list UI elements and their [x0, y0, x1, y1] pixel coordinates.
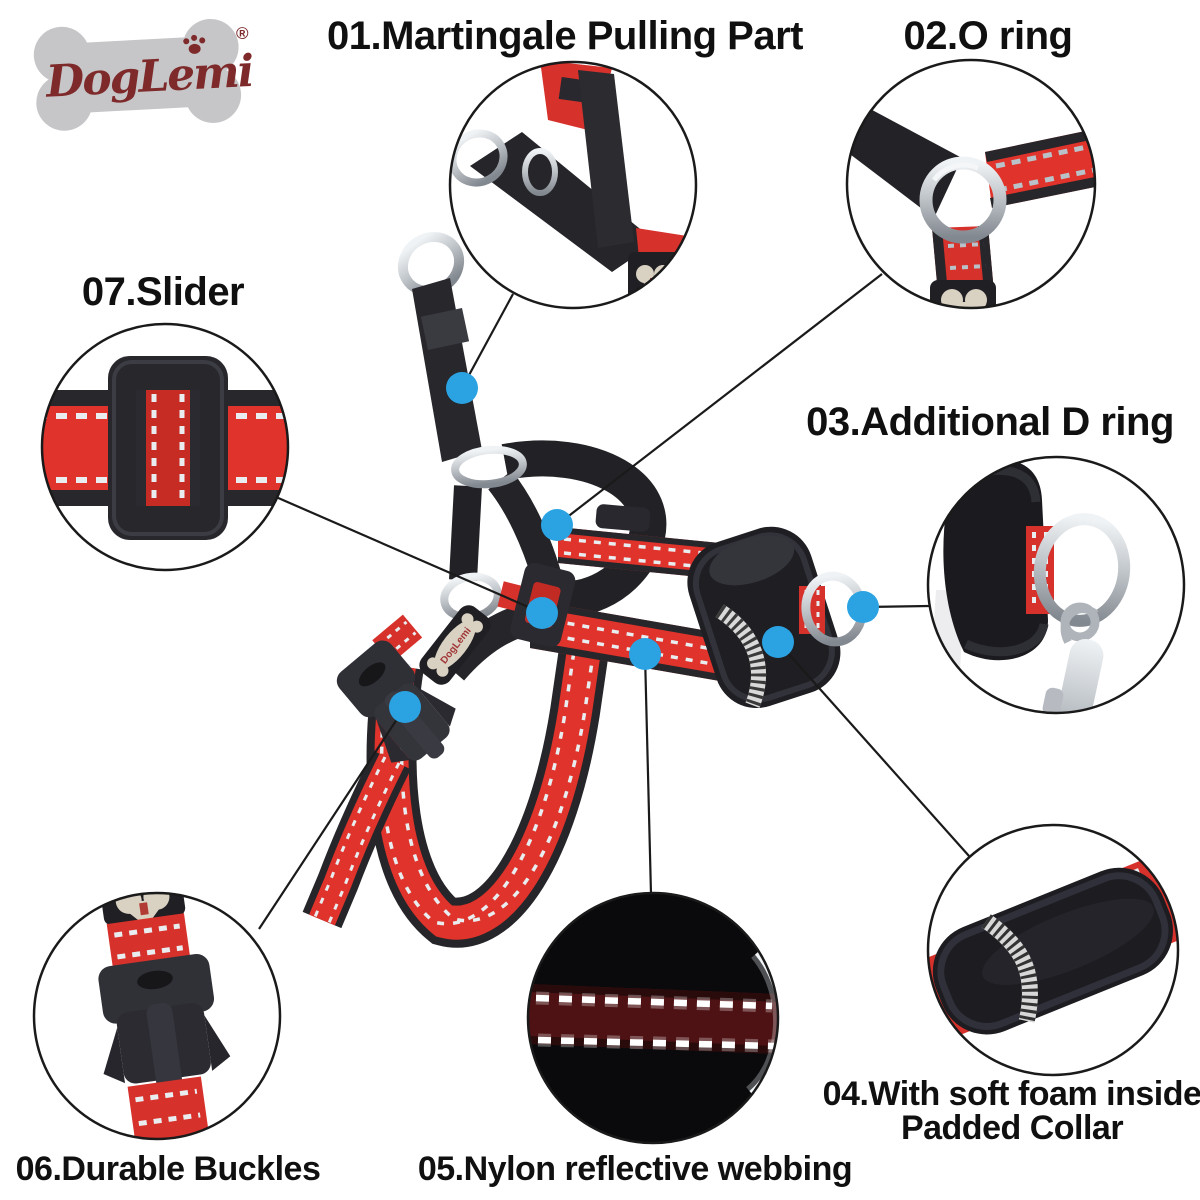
inset-circle-outline: [926, 455, 1186, 715]
callout-line-04: [777, 641, 970, 857]
junction-oval-ring-icon: [451, 445, 527, 489]
inset-buckles: [32, 891, 282, 1141]
paw-icon: [183, 34, 206, 54]
callout-line-06: [258, 706, 406, 930]
callout-line-05: [643, 653, 653, 895]
inset-slider: [40, 322, 290, 572]
callout-line-02: [556, 273, 883, 526]
inset-martingale: [448, 60, 698, 310]
doglemi-logo: [33, 19, 242, 131]
inset-padded-collar: [926, 823, 1180, 1077]
dot-webbing: [629, 638, 661, 670]
inset-circle-outline: [926, 823, 1180, 1077]
label-padded-collar: 04.With soft foam inside Padded Collar: [823, 1077, 1200, 1145]
label-additional-d-ring: 03.Additional D ring: [806, 400, 1174, 444]
callout-lines: [258, 273, 970, 930]
dot-martingale: [446, 372, 478, 404]
inset-circle-outline: [845, 58, 1097, 310]
label-martingale: 01.Martingale Pulling Part: [326, 14, 804, 58]
label-padded-collar-line1: 04.With soft foam inside: [822, 1075, 1200, 1113]
label-buckles: 06.Durable Buckles: [15, 1150, 321, 1188]
label-slider: 07.Slider: [81, 270, 245, 314]
inset-circle-outline: [526, 891, 780, 1145]
inset-reflective-webbing: [526, 891, 780, 1145]
label-padded-collar-line2: Padded Collar: [900, 1109, 1124, 1147]
martingale-left-strap: [449, 485, 482, 581]
inset-circle-outline: [448, 60, 698, 310]
junction-strap: [488, 470, 562, 582]
callout-dots: [389, 372, 879, 723]
dot-buckle: [389, 691, 421, 723]
inset-additional-d-ring: [926, 455, 1186, 715]
inset-circle-outline: [32, 891, 282, 1141]
registered-trademark: ®: [236, 24, 249, 43]
inset-o-ring: [845, 58, 1097, 310]
label-reflective-webbing: 05.Nylon reflective webbing: [417, 1150, 853, 1188]
dot-padded-collar: [762, 626, 794, 658]
harness-product-photo: DogLemi: [302, 231, 867, 948]
dot-d-ring: [847, 591, 879, 623]
dot-slider: [526, 597, 558, 629]
inset-circle-outline: [40, 322, 290, 572]
callout-line-01: [461, 293, 514, 389]
callout-line-07: [275, 495, 543, 615]
bottom-left-strap: [302, 750, 411, 929]
strap-adjuster-tab: [595, 504, 651, 532]
herringbone-trim: [715, 604, 767, 708]
dot-o-ring: [541, 509, 573, 541]
logo-wordmark: DogLemi: [44, 45, 254, 108]
brand-patch: DogLemi: [419, 605, 491, 685]
label-o-ring: 02.O ring: [903, 14, 1073, 58]
strap-velcro-patch: [420, 308, 470, 350]
